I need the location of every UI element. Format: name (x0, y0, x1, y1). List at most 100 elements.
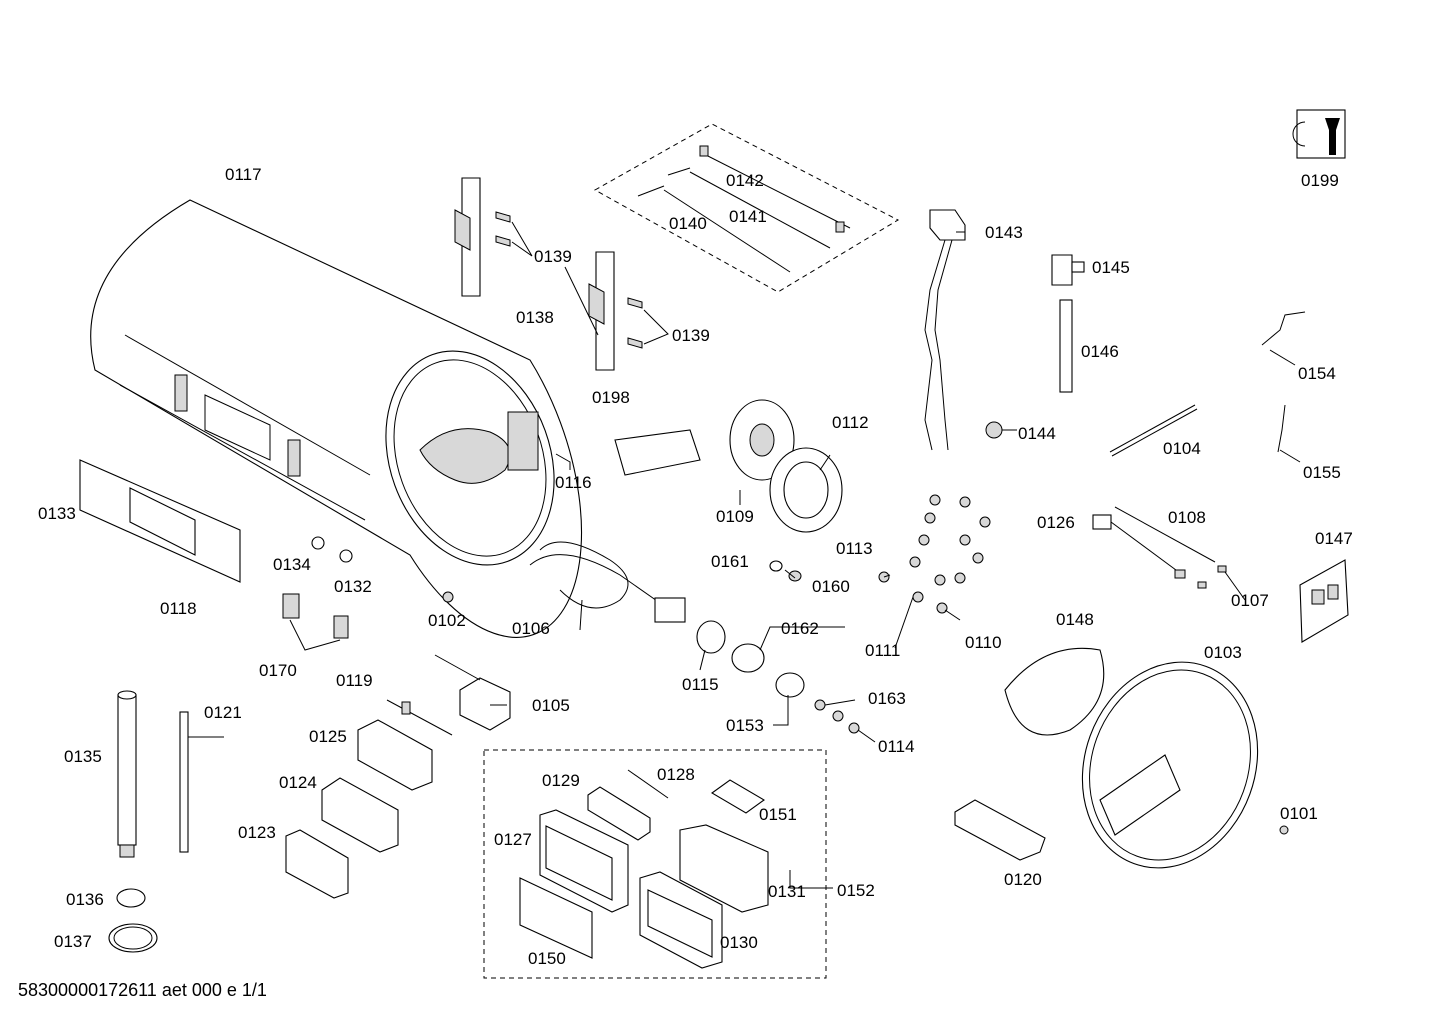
label-0129: 0129 (542, 771, 580, 790)
label-0115: 0115 (682, 675, 719, 694)
safety-valve (1051, 254, 1085, 286)
label-0118: 0118 (160, 599, 197, 618)
end-cover (1081, 661, 1259, 869)
label-0160: 0160 (812, 577, 850, 596)
label-0107: 0107 (1231, 591, 1269, 610)
front-gasket (1004, 647, 1105, 736)
label-0199: 0199 (1301, 171, 1339, 190)
wrench-icon (1292, 109, 1346, 159)
label-0143: 0143 (985, 223, 1023, 242)
remote-control (954, 799, 1046, 861)
sensor-cables (1092, 506, 1227, 589)
label-0113: 0113 (836, 539, 873, 558)
label-0141: 0141 (729, 207, 767, 226)
circuit-board (1299, 559, 1349, 643)
label-0146: 0146 (1081, 342, 1119, 361)
label-0147: 0147 (1315, 529, 1353, 548)
thermostat (434, 654, 511, 731)
part-labels: 0117 0139 0138 0139 0142 0141 0140 0143 … (38, 165, 1353, 968)
label-0132: 0132 (334, 577, 372, 596)
wire-harness-0154 (1261, 311, 1306, 346)
retaining-ring-0162 (731, 643, 765, 673)
rod-kit-box (593, 123, 900, 293)
label-0114: 0114 (878, 737, 915, 756)
nut-0144 (985, 421, 1003, 439)
label-0162: 0162 (781, 619, 819, 638)
cable-0104 (1109, 404, 1198, 457)
label-0105: 0105 (532, 696, 570, 715)
label-0111: 0111 (865, 641, 900, 660)
small-parts (282, 536, 454, 651)
label-0109: 0109 (716, 507, 754, 526)
label-0120: 0120 (1004, 870, 1042, 889)
label-0155: 0155 (1303, 463, 1341, 482)
label-0138: 0138 (516, 308, 554, 327)
label-0133: 0133 (38, 504, 76, 523)
label-0151: 0151 (759, 805, 797, 824)
gasket-0137 (108, 923, 158, 953)
control-panel-frame (79, 459, 241, 583)
label-0106: 0106 (512, 619, 550, 638)
label-0137: 0137 (54, 932, 92, 951)
label-0131: 0131 (768, 882, 806, 901)
leader-lines (188, 231, 1301, 889)
mounting-bracket-lower (588, 251, 615, 371)
label-0121: 0121 (204, 703, 242, 722)
gasket-0112 (769, 447, 843, 533)
label-0170: 0170 (259, 661, 297, 680)
label-0126: 0126 (1037, 513, 1075, 532)
label-0152: 0152 (837, 881, 875, 900)
screw-0101 (1279, 825, 1289, 835)
retaining-ring-0153 (775, 672, 805, 698)
outlet-pipe (1059, 299, 1073, 393)
label-0139-lower: 0139 (672, 326, 710, 345)
label-0125: 0125 (309, 727, 347, 746)
label-0101: 0101 (1280, 804, 1318, 823)
heating-element-flange (614, 399, 795, 481)
label-0136: 0136 (66, 890, 104, 909)
anode-rod (117, 690, 137, 858)
label-0154: 0154 (1298, 364, 1336, 383)
label-0139-upper: 0139 (534, 247, 572, 266)
bolts-nuts-grid (878, 494, 991, 614)
label-0104: 0104 (1163, 439, 1201, 458)
label-0198: 0198 (592, 388, 630, 407)
label-0112: 0112 (832, 413, 869, 432)
label-0142: 0142 (726, 171, 764, 190)
label-0128: 0128 (657, 765, 695, 784)
electronics-kit-box (483, 749, 827, 979)
label-0110: 0110 (965, 633, 1002, 652)
washer-0161 (769, 560, 802, 582)
document-id: 58300000172611 aet 000 e 1/1 (18, 980, 267, 1000)
label-0145: 0145 (1092, 258, 1130, 277)
label-0150: 0150 (528, 949, 566, 968)
rod-0119 (386, 699, 453, 736)
nuts-0163-0114 (814, 699, 860, 734)
heating-coil (529, 541, 726, 654)
label-0117: 0117 (225, 165, 262, 184)
label-0163: 0163 (868, 689, 906, 708)
label-0102: 0102 (428, 611, 466, 630)
label-0108: 0108 (1168, 508, 1206, 527)
label-0153: 0153 (726, 716, 764, 735)
label-0103: 0103 (1204, 643, 1242, 662)
wire-harness-0155 (1277, 404, 1286, 453)
label-0148: 0148 (1056, 610, 1094, 629)
label-0119: 0119 (336, 671, 373, 690)
label-0140: 0140 (669, 214, 707, 233)
label-0127: 0127 (494, 830, 532, 849)
power-plug-cable (924, 209, 966, 451)
label-0124: 0124 (279, 773, 317, 792)
label-0134: 0134 (273, 555, 311, 574)
disc-0136 (116, 888, 146, 908)
label-0144: 0144 (1018, 424, 1056, 443)
label-0161: 0161 (711, 552, 749, 571)
sensor-rod (179, 711, 189, 853)
control-housing-parts (285, 719, 433, 899)
bracket-screws (495, 211, 669, 349)
mounting-bracket-upper (454, 177, 481, 297)
label-0116: 0116 (555, 473, 592, 492)
tank-body (90, 199, 583, 638)
label-0135: 0135 (64, 747, 102, 766)
